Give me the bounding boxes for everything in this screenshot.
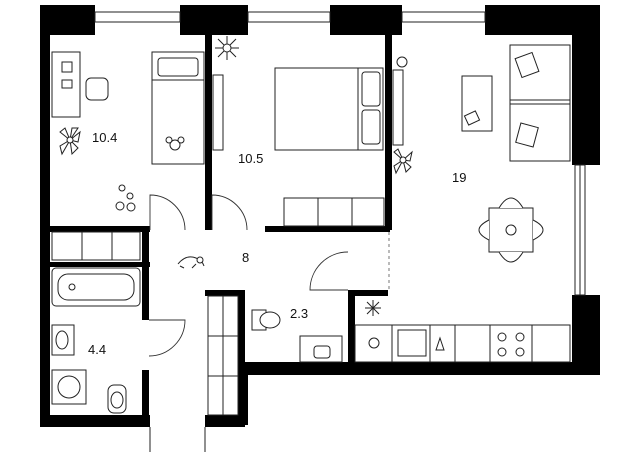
cat-icon [177,256,205,269]
toilet-room: 2.3 [251,306,343,363]
living-kitchen: 19 [354,44,571,363]
kitchen-counter [354,324,571,363]
hallway: 8 [148,250,349,452]
bedroom-small: 10.4 [51,51,205,261]
flower-icon [365,300,381,316]
plant-icon [393,148,413,175]
tv-stand [392,69,404,146]
pillow [157,57,199,77]
room-area-label: 2.3 [290,306,308,321]
bedroom-master: 10.5 [211,36,413,231]
room-area-label: 10.5 [238,151,263,166]
room-area-label: 19 [452,170,466,185]
room-area-label: 8 [242,250,249,265]
toy-icon [165,136,185,151]
wardrobe [51,231,141,261]
walls [40,5,600,427]
chair [85,77,109,101]
coffee-table [461,75,493,132]
cabinet [212,74,224,151]
sink [397,329,427,357]
stove-icon [497,332,525,357]
dresser [283,197,385,227]
room-area-label: 4.4 [88,342,106,357]
bathroom: 4.4 [51,267,141,414]
plant-icon [59,127,81,156]
room-area-label: 10.4 [92,130,117,145]
toys [115,184,136,212]
flower-icon [215,36,239,60]
